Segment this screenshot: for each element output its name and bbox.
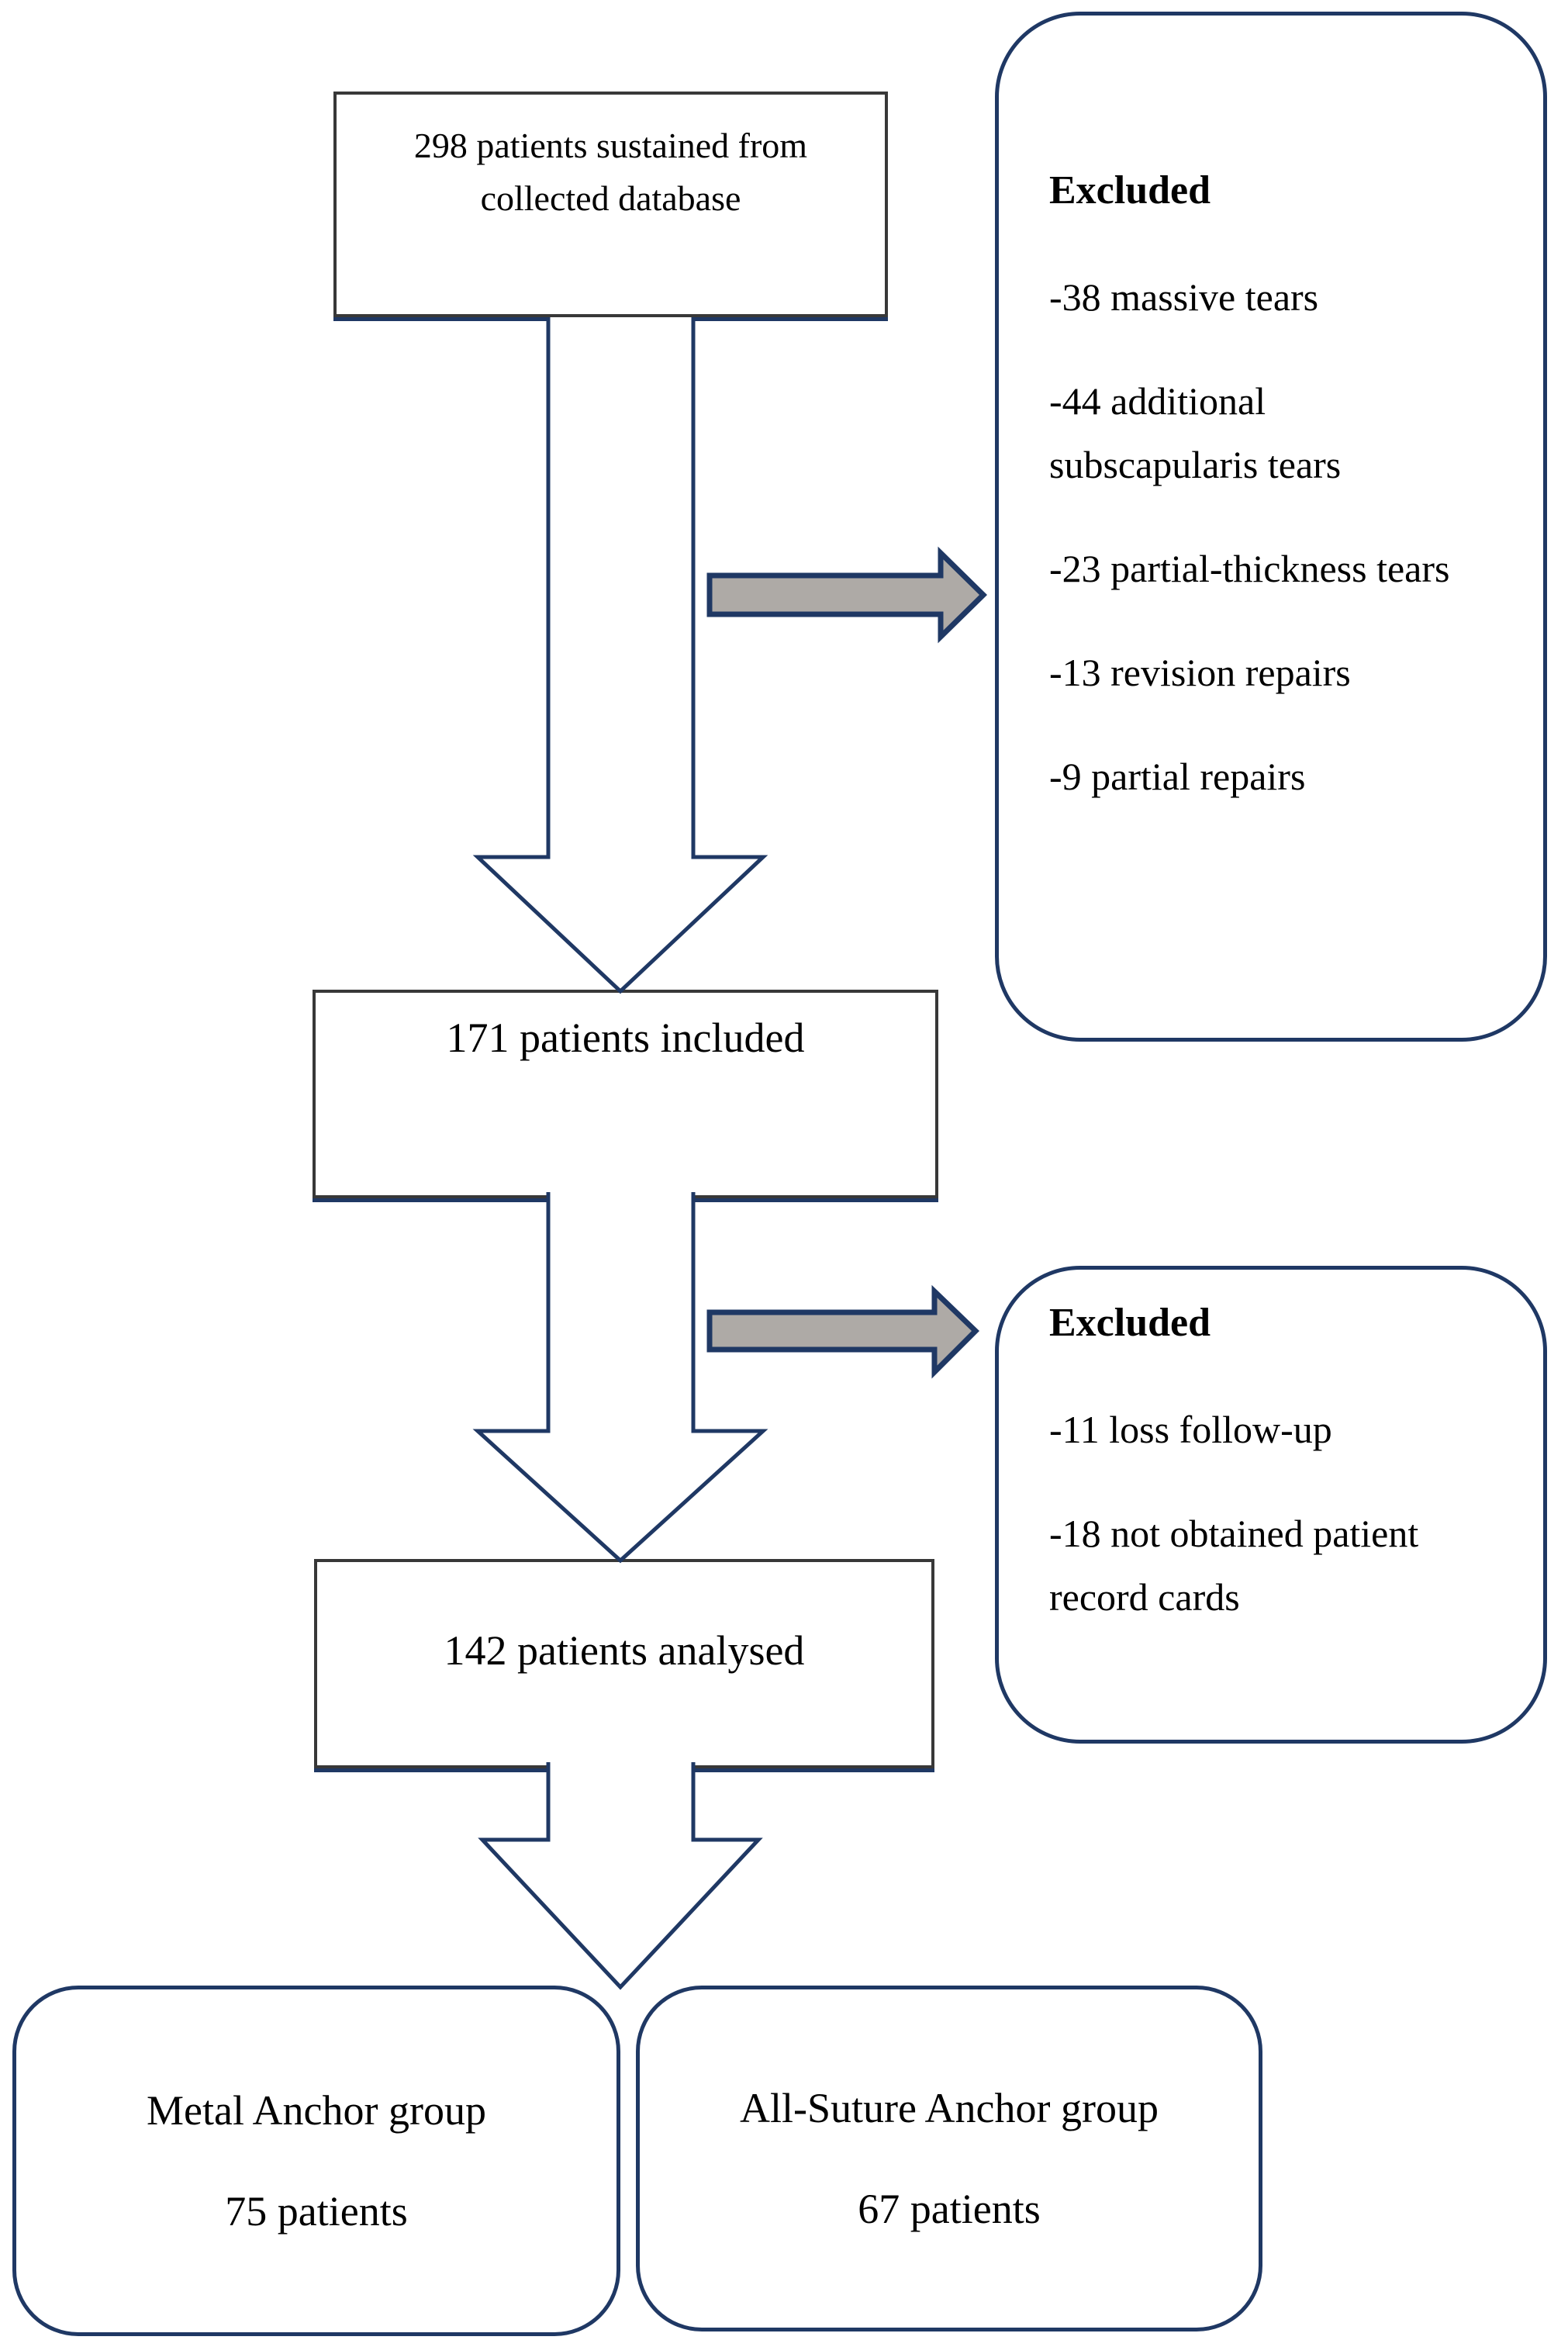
metal-anchor-group-count: 75 patients: [225, 2188, 408, 2235]
all-suture-anchor-group-box: All-Suture Anchor group 67 patients: [636, 1986, 1262, 2331]
source-patients-box: 298 patients sustained from collected da…: [333, 92, 888, 317]
excluded-1-item: -44 additional subscapularis tears: [1049, 379, 1342, 486]
down-arrow-3: [478, 1762, 763, 1990]
right-arrow-excluded-1: [706, 546, 987, 644]
included-patients-box: 171 patients included: [313, 990, 938, 1198]
down-arrow-2: [472, 1192, 768, 1564]
excluded-box-2: Excluded -11 loss follow-up -18 not obta…: [995, 1266, 1547, 1744]
excluded-box-1: Excluded -38 massive tears -44 additiona…: [995, 12, 1547, 1042]
excluded-1-item: -9 partial repairs: [1049, 755, 1306, 798]
excluded-2-title: Excluded: [1049, 1301, 1211, 1345]
excluded-1-item: -13 revision repairs: [1049, 651, 1351, 694]
source-patients-line-1: 298 patients sustained from: [413, 126, 808, 165]
excluded-1-item: -38 massive tears: [1049, 275, 1319, 319]
metal-anchor-group-box: Metal Anchor group 75 patients: [12, 1986, 620, 2336]
analysed-patients-text: 142 patients analysed: [444, 1627, 805, 1674]
down-arrow-1: [472, 317, 768, 994]
metal-anchor-group-label: Metal Anchor group: [147, 2087, 486, 2134]
excluded-2-item: -11 loss follow-up: [1049, 1408, 1332, 1451]
excluded-1-item: -23 partial-thickness tears: [1049, 547, 1450, 590]
excluded-1-title: Excluded: [1049, 168, 1211, 213]
all-suture-anchor-group-count: 67 patients: [858, 2186, 1041, 2232]
source-patients-line-2: collected database: [480, 178, 741, 218]
all-suture-anchor-group-label: All-Suture Anchor group: [740, 2085, 1159, 2131]
analysed-patients-box: 142 patients analysed: [314, 1559, 934, 1768]
excluded-2-item: -18 not obtained patient record cards: [1049, 1512, 1419, 1619]
right-arrow-excluded-2: [706, 1284, 979, 1379]
included-patients-text: 171 patients included: [446, 1014, 805, 1061]
